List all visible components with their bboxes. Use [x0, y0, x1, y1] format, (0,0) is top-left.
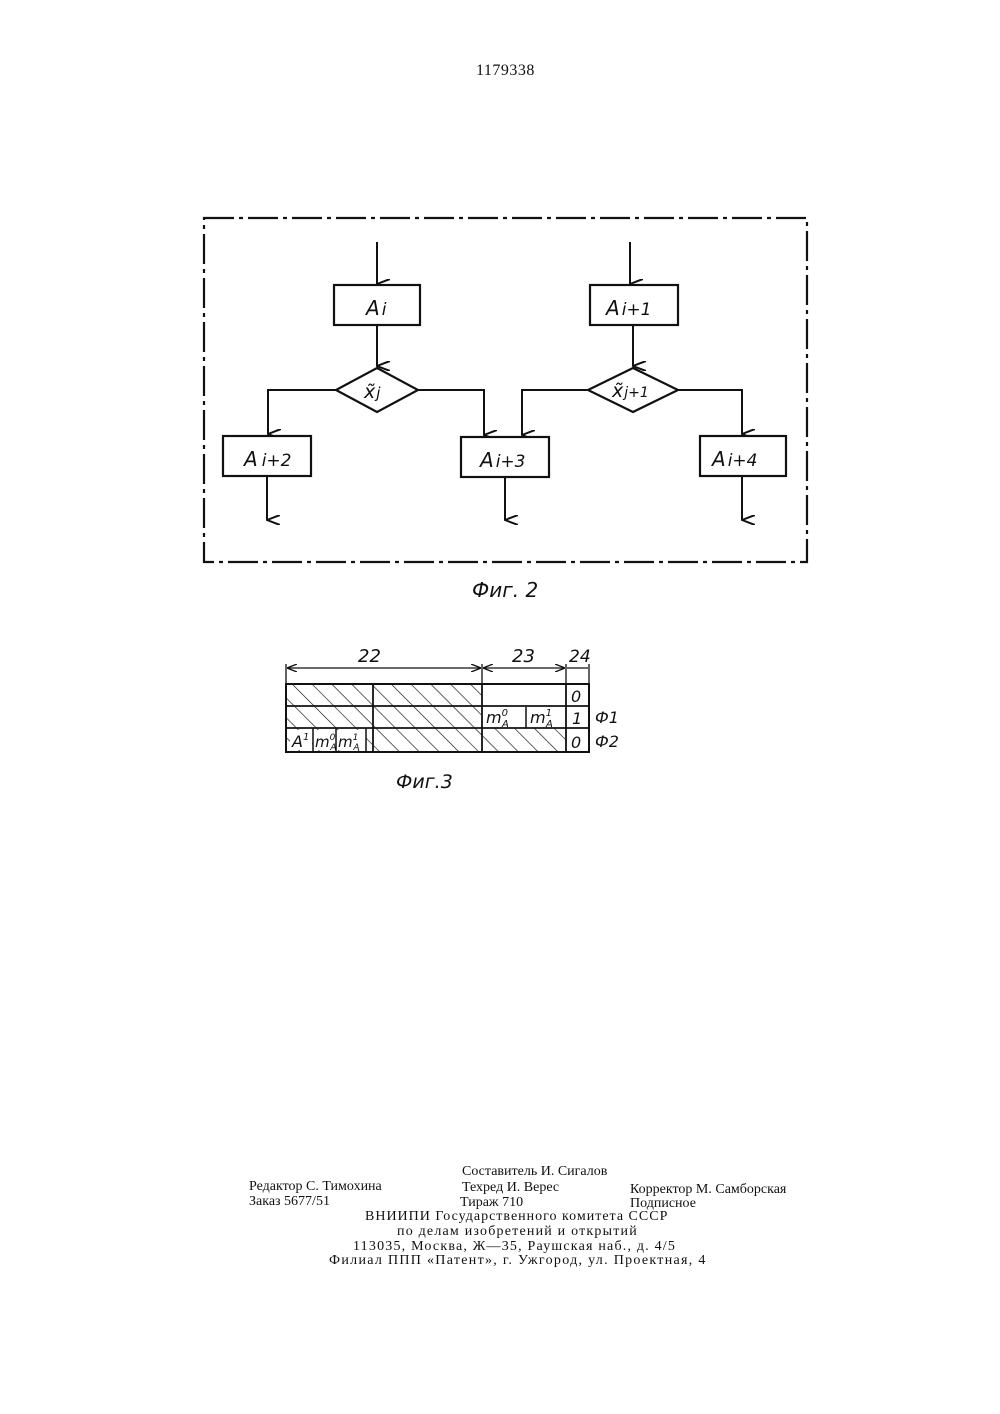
branch-xj-right — [418, 390, 484, 435]
svg-text:Ai+1: Ai+1 — [604, 296, 651, 320]
cell-row3-m0-label: m — [315, 733, 330, 751]
cell-row3-m1-label: m — [338, 733, 353, 751]
circulation-line: Тираж 710 — [460, 1195, 523, 1210]
svg-text:m0A: m0A — [315, 733, 337, 753]
condition-x-j-label: x̃ — [363, 381, 376, 403]
svg-text:m1A: m1A — [338, 733, 360, 753]
cell-m0-sup: 0 — [502, 708, 508, 719]
compiler-line: Составитель И. Сигалов — [462, 1164, 607, 1179]
block-a-i1-sub: i+1 — [622, 300, 652, 320]
svg-text:Ai+2: Ai+2 — [242, 447, 291, 471]
org-line-4: Филиал ППП «Патент», г. Ужгород, ул. Про… — [329, 1253, 707, 1268]
condition-x-j1-label: x̃ — [611, 380, 624, 402]
editor-line: Редактор С. Тимохина — [249, 1179, 382, 1194]
condition-x-j-sub: j — [374, 384, 381, 402]
hatched-field-23-row3 — [482, 728, 566, 752]
cell-m0-label: m — [486, 708, 502, 727]
figure-3-register-table: 22 23 24 0 1 0 Ф1 Ф2 m0A m1A A1 m0A m1A … — [0, 630, 1000, 800]
block-a-i-sub: i — [382, 300, 387, 320]
figure-3-caption: Фиг.3 — [396, 771, 453, 793]
svg-text:Ai+4: Ai+4 — [710, 447, 757, 471]
row-3-label: Ф2 — [595, 732, 619, 751]
dimension-23: 23 — [512, 646, 535, 667]
cell-m0-sub: A — [501, 719, 509, 730]
techred-line: Техред И. Верес — [462, 1180, 559, 1195]
row-2-flag: 1 — [572, 709, 582, 728]
figure-2-caption: Фиг. 2 — [472, 578, 538, 602]
branch-xj1-right — [678, 390, 742, 434]
block-a-i2-sub: i+2 — [262, 451, 292, 471]
condition-x-j1-sub: j+1 — [622, 385, 649, 401]
order-line: Заказ 5677/51 — [249, 1194, 330, 1209]
block-a-i3-label: A — [478, 448, 494, 472]
row-2-label: Ф1 — [595, 708, 619, 727]
svg-text:m0A: m0A — [486, 708, 509, 730]
corrector-line: Корректор М. Самборская — [630, 1182, 786, 1197]
svg-text:Ai: Ai — [364, 296, 387, 320]
row-1-flag: 0 — [571, 687, 581, 706]
org-line-3: 113035, Москва, Ж—35, Раушская наб., д. … — [353, 1239, 676, 1254]
dimension-24: 24 — [569, 647, 591, 667]
org-line-1: ВНИИПИ Государственного комитета СССР — [365, 1209, 668, 1224]
block-a-i-label: A — [364, 296, 380, 320]
cell-row3-m1-sup: 1 — [353, 733, 359, 743]
cell-row3-m0-sub: A — [329, 743, 336, 753]
cell-m1-label: m — [530, 708, 546, 727]
cell-row3-m1-sub: A — [352, 743, 359, 753]
block-a-i3-sub: i+3 — [496, 452, 526, 472]
branch-xj-left — [268, 390, 336, 434]
svg-text:x̃j: x̃j — [363, 381, 381, 403]
figure-2-flowchart: Ai Ai+1 x̃j x̃j+1 Ai+2 Ai+3 Ai+4 Фиг. 2 — [0, 0, 1000, 620]
row-3-flag: 0 — [571, 733, 581, 752]
cell-a1-sup: 1 — [303, 732, 309, 743]
block-a-i1-label: A — [604, 296, 620, 320]
cell-row3-m0-sup: 0 — [330, 733, 336, 743]
svg-text:m1A: m1A — [530, 708, 553, 730]
org-line-2: по делам изобретений и открытий — [397, 1224, 638, 1239]
cell-m1-sub: A — [545, 719, 553, 730]
block-a-i4-label: A — [710, 447, 726, 471]
branch-xj1-left — [522, 390, 588, 435]
dimension-22: 22 — [358, 646, 381, 667]
cell-a1-label: A — [291, 732, 303, 751]
block-a-i4-sub: i+4 — [728, 451, 758, 471]
block-a-i2-label: A — [242, 447, 258, 471]
cell-m1-sup: 1 — [546, 708, 552, 719]
svg-text:Ai+3: Ai+3 — [478, 448, 525, 472]
